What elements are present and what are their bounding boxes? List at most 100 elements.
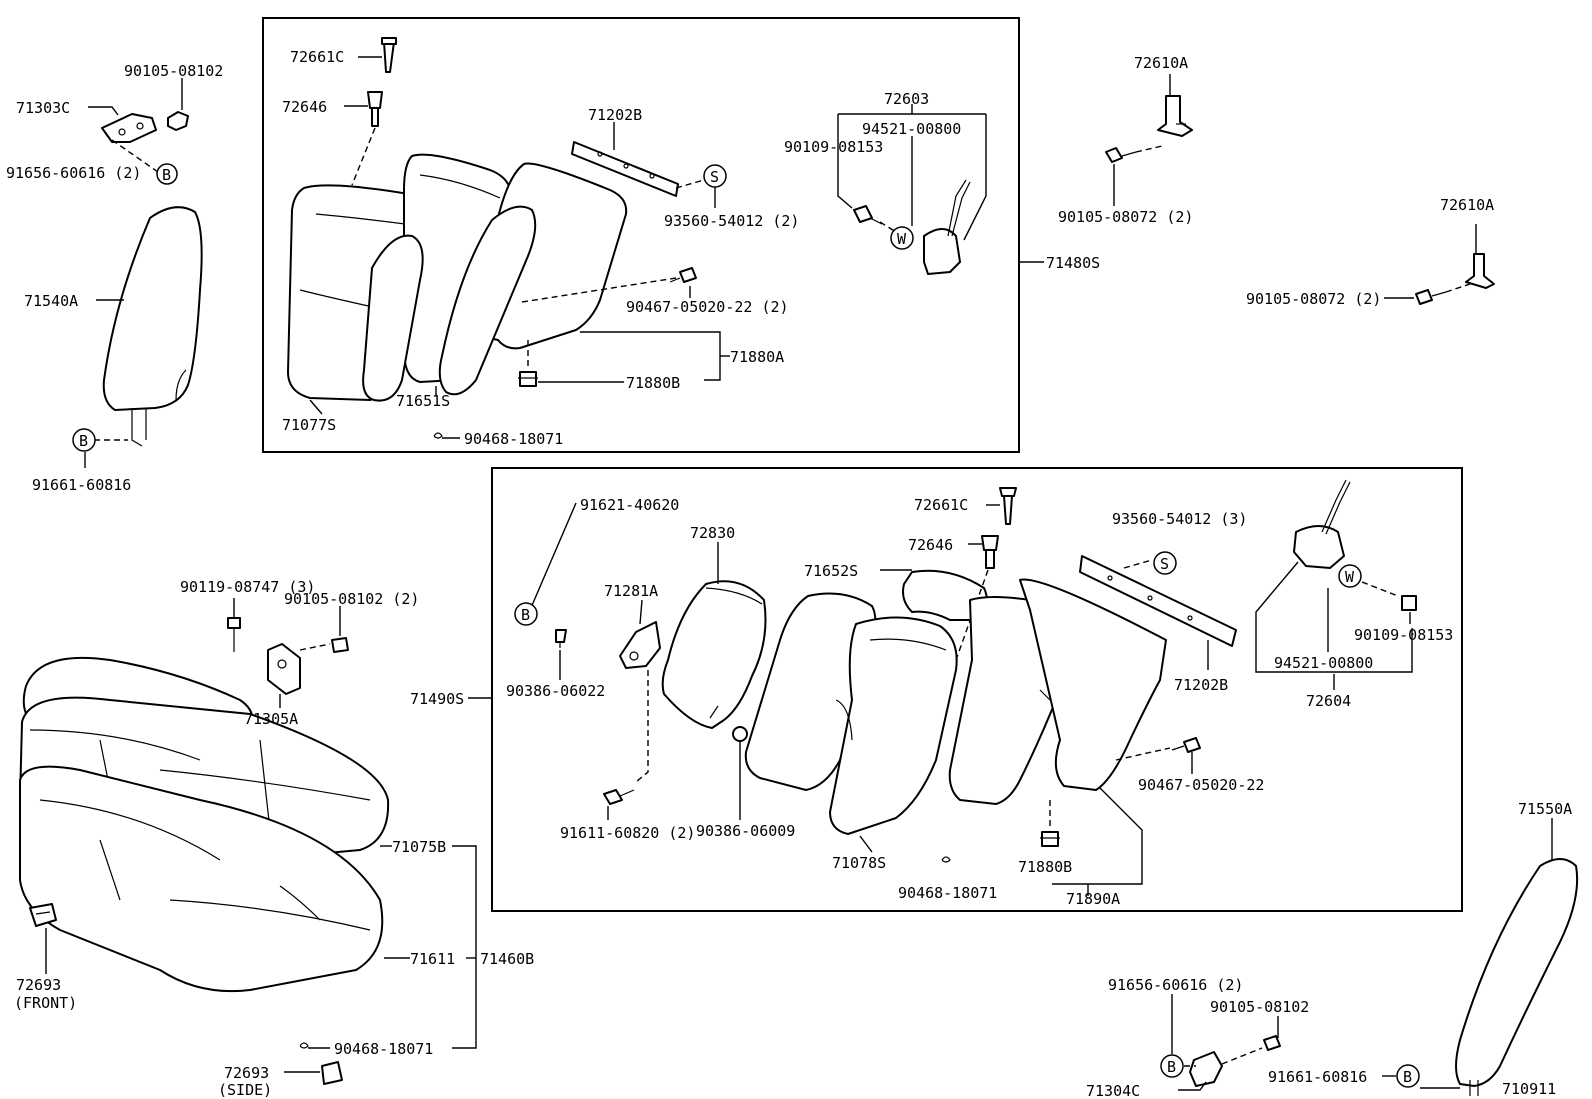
svg-text:W: W [1345, 568, 1355, 586]
hogring-90468-18071-b [941, 856, 951, 863]
bolt-90105-08102-b-illustration [331, 637, 349, 653]
seatback-71078S-illustration [744, 592, 958, 835]
label-71490S: 71490S [410, 690, 464, 708]
lower-seatback-group-box [491, 467, 1463, 912]
label-71281A: 71281A [604, 582, 658, 600]
label-72610A-a: 72610A [1134, 54, 1188, 72]
leader-71303C [88, 106, 119, 116]
label-71305A: 71305A [244, 710, 298, 728]
label-90468-18071-b: 90468-18071 [898, 884, 997, 902]
dash-90109-08153-b [1361, 581, 1399, 597]
label-72604: 72604 [1306, 692, 1351, 710]
bolt-90105-08072-a-illustration [1105, 147, 1137, 163]
label-93560-54012-a: 93560-54012 (2) [664, 212, 799, 230]
bracket-71303C-illustration [101, 111, 189, 143]
label-90105-08102-b: 90105-08102 (2) [284, 590, 419, 608]
label-91621-40620: 91621-40620 [580, 496, 679, 514]
label-72693-front: 72693 [16, 976, 61, 994]
dash-90105-08102-c [1221, 1047, 1263, 1065]
bolt-90109-08153-b-illustration [1401, 595, 1417, 611]
svg-text:B: B [521, 606, 530, 624]
label-71880B-a: 71880B [626, 374, 680, 392]
label-71304C: 71304C [1086, 1082, 1140, 1099]
marker-b-headrest-left: B [72, 428, 96, 452]
label-710911: 710911 [1502, 1080, 1556, 1098]
label-91611-60820: 91611-60820 (2) [560, 824, 695, 842]
hogring-90468-18071-c [299, 1042, 309, 1049]
bracket-71304C-illustration [1189, 1051, 1223, 1087]
label-93560-54012-b: 93560-54012 (3) [1112, 510, 1247, 528]
label-72610A-b: 72610A [1440, 196, 1494, 214]
label-72830: 72830 [690, 524, 735, 542]
cushion-71460B-illustration [19, 656, 390, 993]
marker-s-lower: S [1153, 551, 1177, 575]
screw-90467-05020-22-a-illustration [669, 267, 697, 283]
bolt-90105-08072-b-illustration [1415, 289, 1447, 305]
leader-71077S [309, 399, 323, 415]
svg-text:B: B [1403, 1068, 1412, 1086]
label-72693-side: 72693 [224, 1064, 269, 1082]
svg-text:B: B [162, 166, 171, 184]
upper-seatback-group-box [262, 17, 1020, 453]
clip-72693-front-illustration [29, 903, 57, 927]
label-71611: 71611 [410, 950, 455, 968]
dash-90105-08072-b [1445, 283, 1471, 293]
label-90105-08102-a: 90105-08102 [124, 62, 223, 80]
pin-72661C-a-illustration [381, 37, 397, 73]
bracket-71202B-a-illustration [571, 141, 679, 197]
bolt-90105-08102-c-illustration [1263, 1035, 1281, 1051]
label-71077S: 71077S [282, 416, 336, 434]
label-90468-18071-c: 90468-18071 [334, 1040, 433, 1058]
label-72661C-b: 72661C [914, 496, 968, 514]
marker-b-lower-left: B [514, 602, 538, 626]
leader-71281A [639, 599, 643, 625]
label-94521-00800-a: 94521-00800 [862, 120, 961, 138]
label-91656-60616-a: 91656-60616 (2) [6, 164, 141, 182]
label-90467-05020-22-a: 90467-05020-22 (2) [626, 298, 789, 316]
marker-w-lower: W [1338, 564, 1362, 588]
dash-91611-60820 [635, 670, 649, 783]
recliner-72603-illustration [923, 179, 971, 275]
recliner-72604-illustration [1293, 479, 1351, 569]
label-90105-08072-a: 90105-08072 (2) [1058, 208, 1193, 226]
marker-s-upper: S [703, 164, 727, 188]
headrest-72830-illustration [661, 580, 767, 729]
clip-71880B-a-illustration [518, 371, 538, 387]
label-71078S: 71078S [832, 854, 886, 872]
label-90109-08153-a: 90109-08153 [784, 138, 883, 156]
frame-71880A-illustration [438, 162, 628, 396]
bolt-91611-60820-illustration [603, 789, 635, 805]
label-94521-00800-b: 94521-00800 [1274, 654, 1373, 672]
dash-90105-08102-b [299, 643, 331, 651]
label-72646-b: 72646 [908, 536, 953, 554]
label-90468-18071-a: 90468-18071 [464, 430, 563, 448]
seatback-side-71652S-illustration [902, 569, 988, 621]
label-71890A: 71890A [1066, 890, 1120, 908]
clip-90386-06009-illustration [732, 726, 748, 742]
label-71202B-b: 71202B [1174, 676, 1228, 694]
bracket-71281A-illustration [619, 621, 661, 669]
label-91661-60816-a: 91661-60816 [32, 476, 131, 494]
label-72693-side-sub: (SIDE) [218, 1081, 272, 1099]
clip-71880B-b-illustration [1040, 831, 1060, 847]
bracket-71890A [1052, 787, 1143, 885]
guide-72646-b-illustration [981, 535, 999, 569]
svg-text:W: W [897, 230, 907, 248]
label-71540A: 71540A [24, 292, 78, 310]
headrest-71540A-illustration [102, 206, 203, 447]
pin-72661C-b-illustration [999, 487, 1017, 525]
label-71075B: 71075B [392, 838, 446, 856]
label-71880A: 71880A [730, 348, 784, 366]
label-71880B-b: 71880B [1018, 858, 1072, 876]
label-91661-60816-b: 91661-60816 [1268, 1068, 1367, 1086]
label-90105-08102-c: 90105-08102 [1210, 998, 1309, 1016]
label-90467-05020-22-b: 90467-05020-22 [1138, 776, 1264, 794]
marker-w-upper: W [890, 226, 914, 250]
dash-90105-08072-a [1135, 145, 1163, 153]
label-71480S: 71480S [1046, 254, 1100, 272]
bracket-72604 [1255, 561, 1413, 673]
svg-text:B: B [79, 432, 88, 450]
label-71202B-a: 71202B [588, 106, 642, 124]
leader-71304C [1178, 1081, 1207, 1091]
marker-b-headrest-right: B [1396, 1064, 1420, 1088]
